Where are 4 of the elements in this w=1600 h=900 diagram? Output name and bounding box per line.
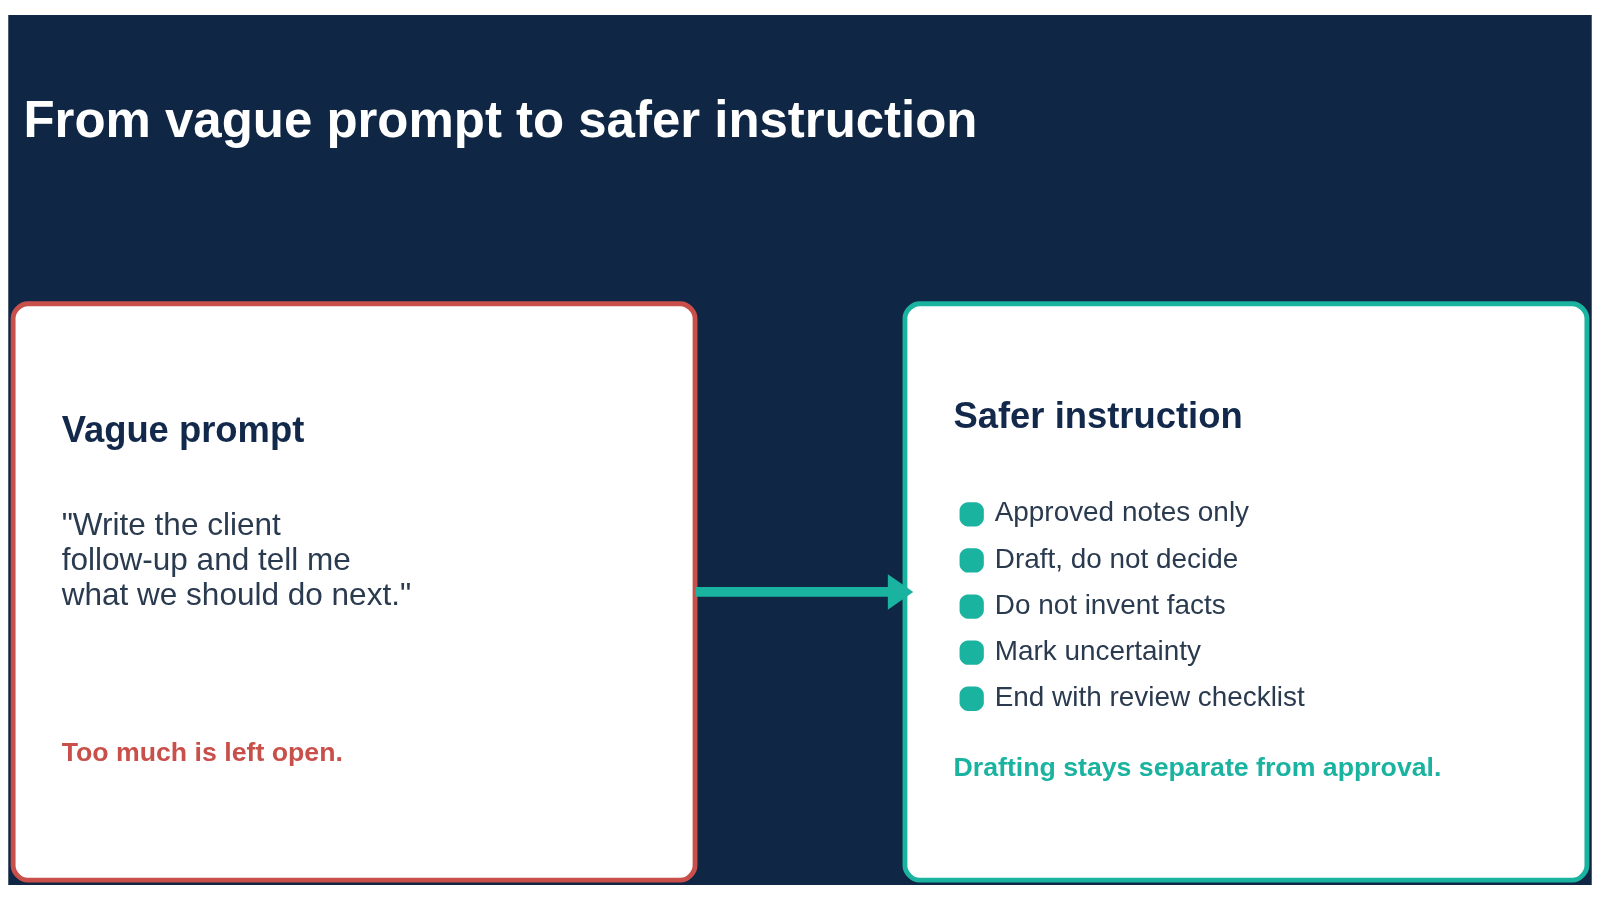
node-box: Vague prompt "Write the client follow-up and tell me what we should do next." Too much is left open. [10, 301, 698, 883]
node-box: Safer instruction Approved notes only Draft, do not decide Do not invent facts Mark uncertainty End with review checklist Drafting stays separate from approval. [902, 301, 1590, 883]
diagram-title: From vague prompt to safer instruction [23, 91, 978, 149]
arrow [695, 574, 914, 610]
